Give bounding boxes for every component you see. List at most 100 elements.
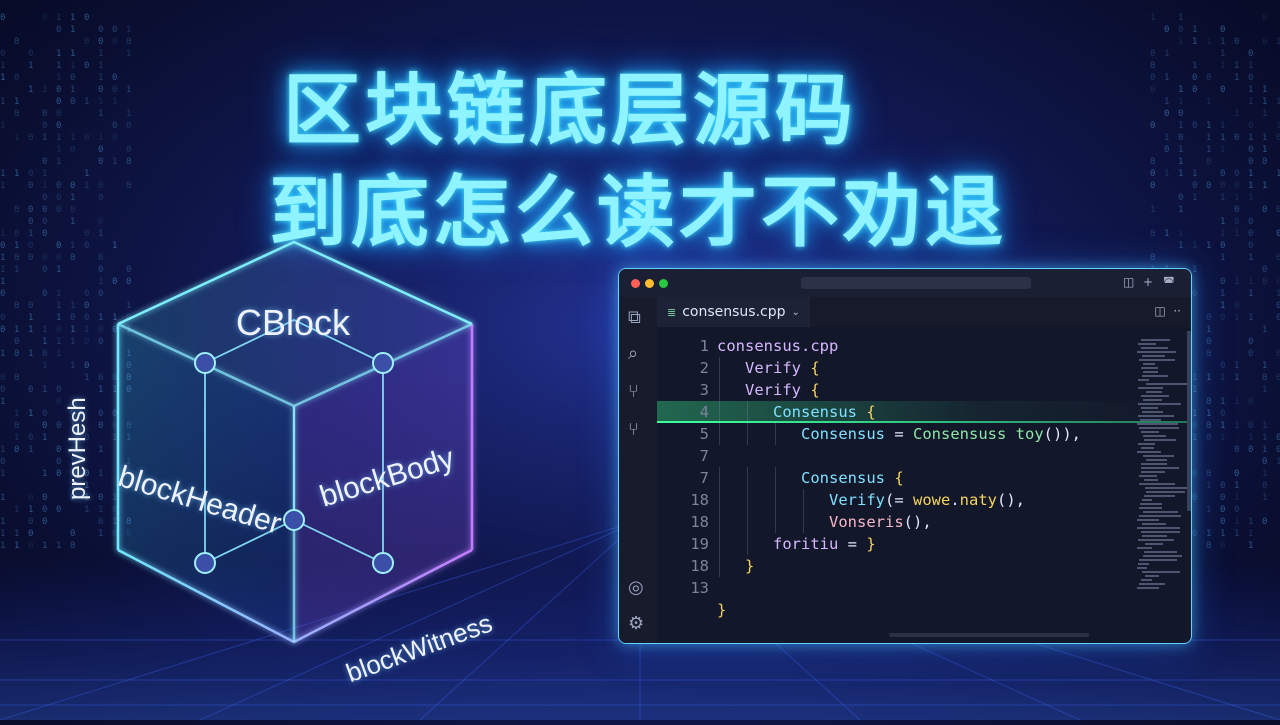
- binary-digit: 0: [42, 121, 47, 131]
- binary-digit: 1: [70, 481, 75, 491]
- binary-digit: 1: [14, 133, 19, 143]
- minimap-bar: [1141, 579, 1152, 581]
- binary-digit: 1: [0, 229, 5, 239]
- code-text: Verify(= wowe.naty(),: [829, 489, 1025, 511]
- binary-digit: 1: [1192, 37, 1197, 47]
- binary-digit: 0: [1206, 349, 1211, 359]
- binary-digit: 1: [126, 49, 131, 59]
- binary-digit: 1: [112, 97, 117, 107]
- binary-digit: 0: [1150, 181, 1155, 191]
- editor-actions[interactable]: ◫ ··: [1154, 304, 1181, 318]
- binary-digit: 0: [42, 505, 47, 515]
- binary-digit: 0: [14, 349, 19, 359]
- binary-digit: 1: [28, 85, 33, 95]
- binary-digit: 0: [56, 25, 61, 35]
- vertical-scrollbar[interactable]: [1187, 331, 1191, 511]
- binary-digit: 1: [1248, 85, 1253, 95]
- binary-digit: 0: [42, 349, 47, 359]
- minimap-bar: [1141, 463, 1167, 465]
- binary-digit: 0: [56, 505, 61, 515]
- code-line[interactable]: 18}: [657, 555, 1191, 577]
- binary-digit: 1: [70, 133, 75, 143]
- binary-digit: 0: [14, 73, 19, 83]
- binary-digit: 0: [70, 529, 75, 539]
- split-editor-icon[interactable]: ◫: [1123, 275, 1135, 289]
- binary-digit: 1: [1192, 25, 1197, 35]
- binary-digit: 0: [1276, 445, 1280, 455]
- binary-digit: 1: [0, 517, 5, 527]
- binary-digit: 0: [56, 181, 61, 191]
- binary-digit: 0: [0, 373, 5, 383]
- binary-digit: 1: [84, 169, 89, 179]
- binary-digit: 1: [0, 121, 5, 131]
- binary-digit: 0: [84, 133, 89, 143]
- code-text: }: [717, 599, 726, 621]
- binary-digit: 1: [1220, 133, 1225, 143]
- files-icon[interactable]: ⧉: [628, 307, 641, 328]
- binary-digit: 0: [14, 445, 19, 455]
- binary-digit: 1: [1192, 433, 1197, 443]
- branch-icon[interactable]: ⑂: [628, 419, 639, 440]
- minimap-bar: [1137, 547, 1152, 549]
- binary-digit: 1: [98, 61, 103, 71]
- binary-digit: 1: [84, 481, 89, 491]
- binary-digit: 1: [42, 325, 47, 335]
- binary-digit: 0: [0, 457, 5, 467]
- horizontal-scrollbar[interactable]: [889, 633, 1089, 637]
- binary-digit: 1: [42, 385, 47, 395]
- line-number: 7: [699, 447, 709, 465]
- binary-digit: 0: [1150, 85, 1155, 95]
- line-number: 1: [699, 337, 709, 355]
- binary-digit: 1: [1192, 385, 1197, 395]
- binary-digit: 0: [98, 337, 103, 347]
- tab-consensus-cpp[interactable]: ≣ consensus.cpp ⌄: [657, 297, 810, 327]
- copilot-icon[interactable]: ◚: [1163, 275, 1175, 289]
- minimap-bar: [1137, 423, 1178, 425]
- binary-digit: 0: [1234, 445, 1239, 455]
- binary-digit: 0: [1262, 205, 1267, 215]
- minimap[interactable]: [1133, 339, 1187, 599]
- source-control-icon[interactable]: ⑂: [628, 381, 639, 402]
- add-icon[interactable]: +: [1143, 275, 1154, 289]
- binary-digit: 0: [14, 229, 19, 239]
- close-window-button[interactable]: [631, 279, 640, 288]
- active-line-highlight: [657, 421, 1191, 423]
- code-token: wowe: [913, 491, 951, 509]
- account-icon[interactable]: ◎: [628, 577, 644, 598]
- command-search-bar[interactable]: [801, 277, 1031, 289]
- binary-digit: 1: [1220, 37, 1225, 47]
- code-token: {: [857, 403, 876, 421]
- binary-digit: 1: [56, 289, 61, 299]
- minimize-window-button[interactable]: [645, 279, 654, 288]
- minimap-bar: [1138, 563, 1149, 565]
- binary-digit: 1: [1234, 277, 1239, 287]
- binary-digit: 0: [1150, 229, 1155, 239]
- maximize-window-button[interactable]: [659, 279, 668, 288]
- code-line[interactable]: }: [657, 599, 1191, 621]
- binary-digit: 1: [1234, 421, 1239, 431]
- binary-digit: 1: [14, 265, 19, 275]
- code-token: Consensus: [801, 425, 885, 443]
- settings-icon[interactable]: ⚙: [628, 613, 645, 634]
- binary-digit: 0: [56, 397, 61, 407]
- binary-digit: 0: [14, 109, 19, 119]
- line-number: 5: [699, 425, 709, 443]
- search-icon[interactable]: ⌕: [628, 343, 639, 364]
- minimap-bar: [1143, 435, 1166, 437]
- binary-digit: 0: [1192, 73, 1197, 83]
- chevron-down-icon[interactable]: ⌄: [791, 306, 800, 318]
- code-line[interactable]: 7: [657, 445, 1191, 467]
- code-line[interactable]: 13: [657, 577, 1191, 599]
- binary-digit: 1: [1206, 325, 1211, 335]
- binary-digit: 0: [14, 421, 19, 431]
